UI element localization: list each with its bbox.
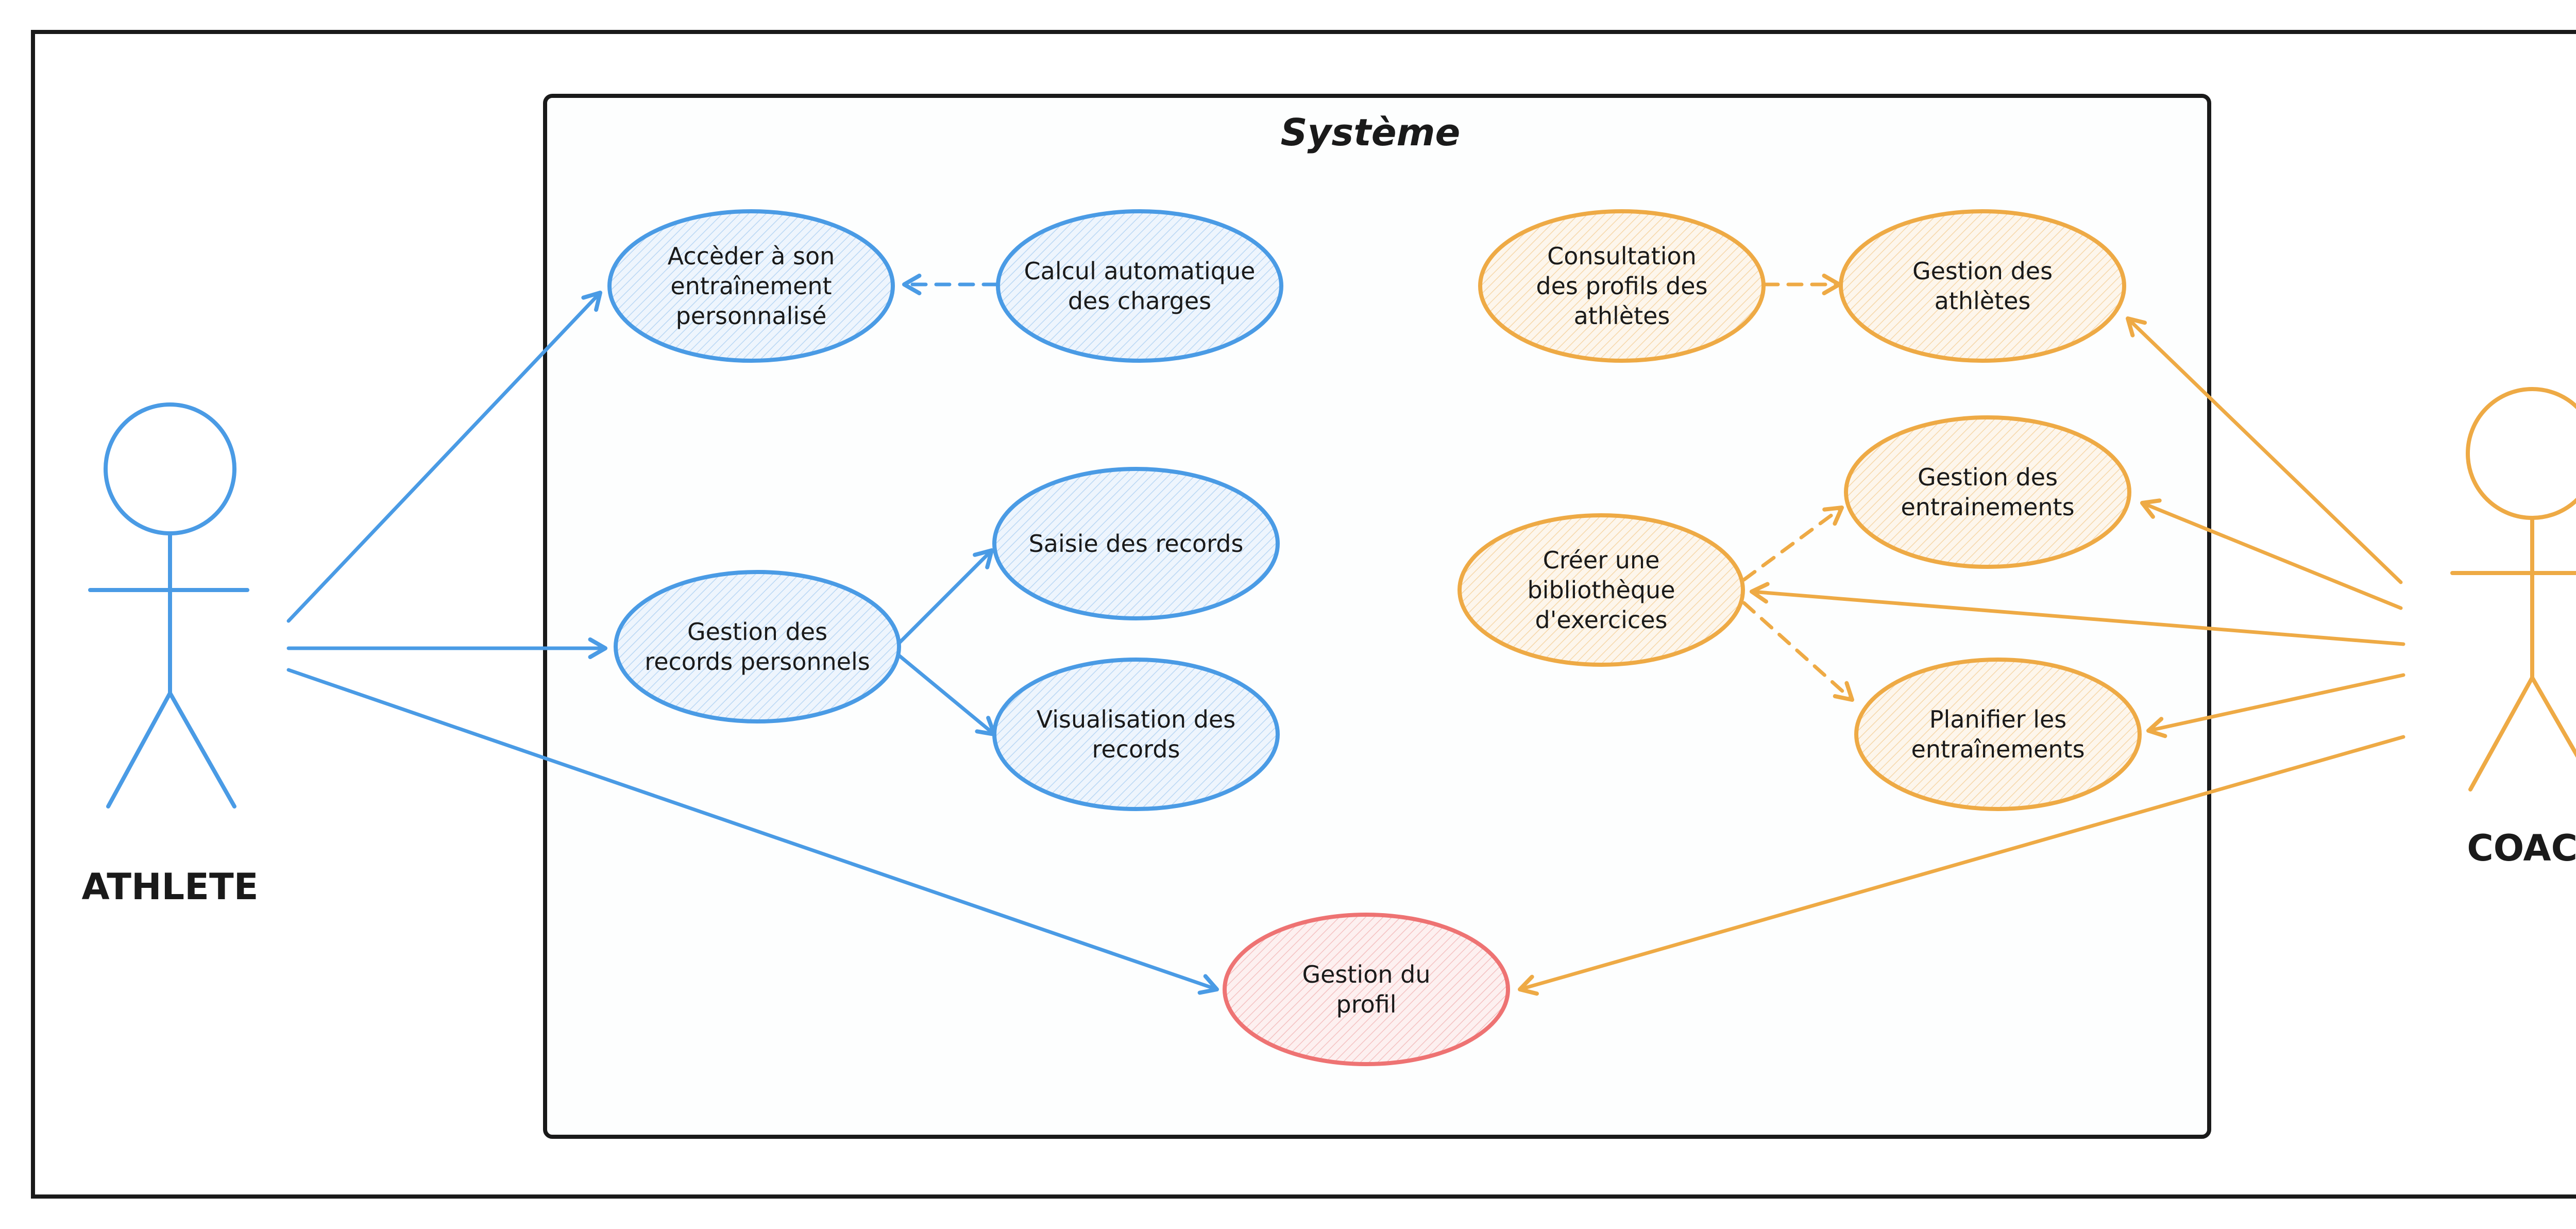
calcul-to-acceder-edge-arrowhead bbox=[902, 274, 922, 295]
use-case-consultation-ellipse bbox=[1478, 209, 1766, 363]
use-case-planifier-label-line: entraînements bbox=[1911, 735, 2084, 763]
use-case-bibliotheque-label-line: bibliothèque bbox=[1527, 576, 1675, 604]
use-case-gestion-athletes-ellipse bbox=[1839, 209, 2126, 363]
records-to-saisie-edge bbox=[897, 548, 994, 645]
use-case-saisie-ellipse bbox=[992, 467, 1280, 620]
athlete-right-leg bbox=[168, 691, 236, 809]
use-case-bibliotheque-label-line: d'exercices bbox=[1535, 606, 1668, 634]
use-case-acceder-label-line: entraînement bbox=[670, 272, 832, 300]
use-case-gestion-entrainements-label-line: Gestion des bbox=[1918, 463, 2058, 491]
coach-to-bibliotheque-edge-arrowhead bbox=[1750, 582, 1770, 604]
coach-to-planifier-edge-arrowhead bbox=[2146, 717, 2167, 738]
use-case-calcul-ellipse bbox=[996, 209, 1283, 363]
use-case-gestion-records-label-line: records personnels bbox=[645, 648, 870, 676]
use-case-consultation-label-line: Consultation bbox=[1547, 242, 1697, 270]
bibliotheque-to-gestion-entrainements-edge bbox=[1742, 506, 1844, 582]
system-boundary bbox=[543, 94, 2211, 1139]
use-case-visualisation-label-line: records bbox=[1092, 735, 1180, 763]
use-case-acceder-label-line: Accèder à son bbox=[668, 242, 835, 270]
use-case-acceder-ellipse bbox=[607, 209, 895, 363]
use-case-gestion-records-label-line: Gestion des bbox=[687, 618, 827, 646]
use-case-gestion-entrainements-ellipse bbox=[1844, 415, 2131, 569]
athlete-to-acceder-edge-arrowhead bbox=[581, 291, 602, 312]
use-case-planifier-label-line: Planifier les bbox=[1929, 705, 2067, 733]
coach-actor[interactable] bbox=[2450, 387, 2576, 792]
athlete-actor[interactable] bbox=[88, 402, 249, 809]
coach-to-gestion-profil-edge bbox=[1518, 735, 2405, 991]
coach-left-leg bbox=[2468, 676, 2534, 792]
use-case-visualisation-ellipse bbox=[992, 658, 1280, 811]
use-case-gestion-athletes-label-line: athlètes bbox=[1935, 287, 2031, 315]
coach-to-gestion-entrainements-edge-arrowhead bbox=[2140, 498, 2162, 519]
coach-right-leg bbox=[2530, 676, 2576, 758]
use-case-calcul-label-line: Calcul automatique bbox=[1024, 257, 1256, 285]
use-case-gestion-profil-label-line: profil bbox=[1336, 990, 1397, 1018]
use-case-gestion-records-ellipse bbox=[614, 570, 901, 723]
use-case-gestion-athletes-label-line: Gestion des bbox=[1912, 257, 2053, 285]
athlete-to-gestion-records-edge-arrowhead bbox=[588, 637, 607, 659]
coach-to-gestion-entrainements-edge bbox=[2140, 501, 2403, 610]
use-case-saisie-label-line: Saisie des records bbox=[1029, 530, 1244, 558]
use-case-visualisation-label-line: Visualisation des bbox=[1037, 705, 1235, 733]
coach-to-bibliotheque-edge bbox=[1750, 590, 2405, 646]
system-title: Système bbox=[1281, 111, 1461, 154]
coach-to-gestion-profil-edge-arrowhead bbox=[1518, 974, 1539, 996]
use-case-bibliotheque-ellipse bbox=[1458, 513, 1745, 667]
records-to-saisie-edge-arrowhead bbox=[973, 548, 994, 569]
use-case-consultation-label-line: athlètes bbox=[1574, 302, 1670, 330]
use-case-calcul-label-line: des charges bbox=[1068, 287, 1211, 315]
use-case-gestion-profil-label-line: Gestion du bbox=[1302, 961, 1430, 988]
athlete-label: ATHLETE bbox=[81, 866, 258, 908]
coach-to-gestion-athletes-edge bbox=[2126, 316, 2403, 584]
coach-label: COACH bbox=[2467, 827, 2576, 869]
connections bbox=[286, 274, 2405, 996]
athlete-to-acceder-edge bbox=[286, 291, 602, 623]
bibliotheque-to-planifier-edge bbox=[1742, 601, 1854, 702]
bibliotheque-to-gestion-entrainements-edge-arrowhead bbox=[1822, 506, 1844, 526]
use-case-consultation-label-line: des profils des bbox=[1536, 272, 1707, 300]
bibliotheque-to-planifier-edge-arrowhead bbox=[1833, 681, 1854, 702]
athlete-to-gestion-profil-edge-arrowhead bbox=[1197, 974, 1219, 995]
coach-to-planifier-edge bbox=[2146, 673, 2405, 733]
athlete-left-leg bbox=[106, 691, 172, 809]
use-case-bibliotheque-label-line: Créer une bbox=[1543, 546, 1660, 574]
records-to-visualisation-edge bbox=[897, 653, 996, 736]
athlete-to-gestion-profil-edge bbox=[286, 668, 1219, 991]
use-case-saisie[interactable]: Saisie des records bbox=[992, 467, 1280, 620]
use-case-gestion-profil-ellipse bbox=[1223, 913, 1510, 1066]
use-case-planifier-ellipse bbox=[1854, 658, 2142, 811]
coach-to-gestion-athletes-edge-arrowhead bbox=[2126, 316, 2147, 338]
use-case-gestion-entrainements-label-line: entrainements bbox=[1901, 493, 2074, 521]
use-case-acceder-label-line: personnalisé bbox=[676, 302, 827, 330]
